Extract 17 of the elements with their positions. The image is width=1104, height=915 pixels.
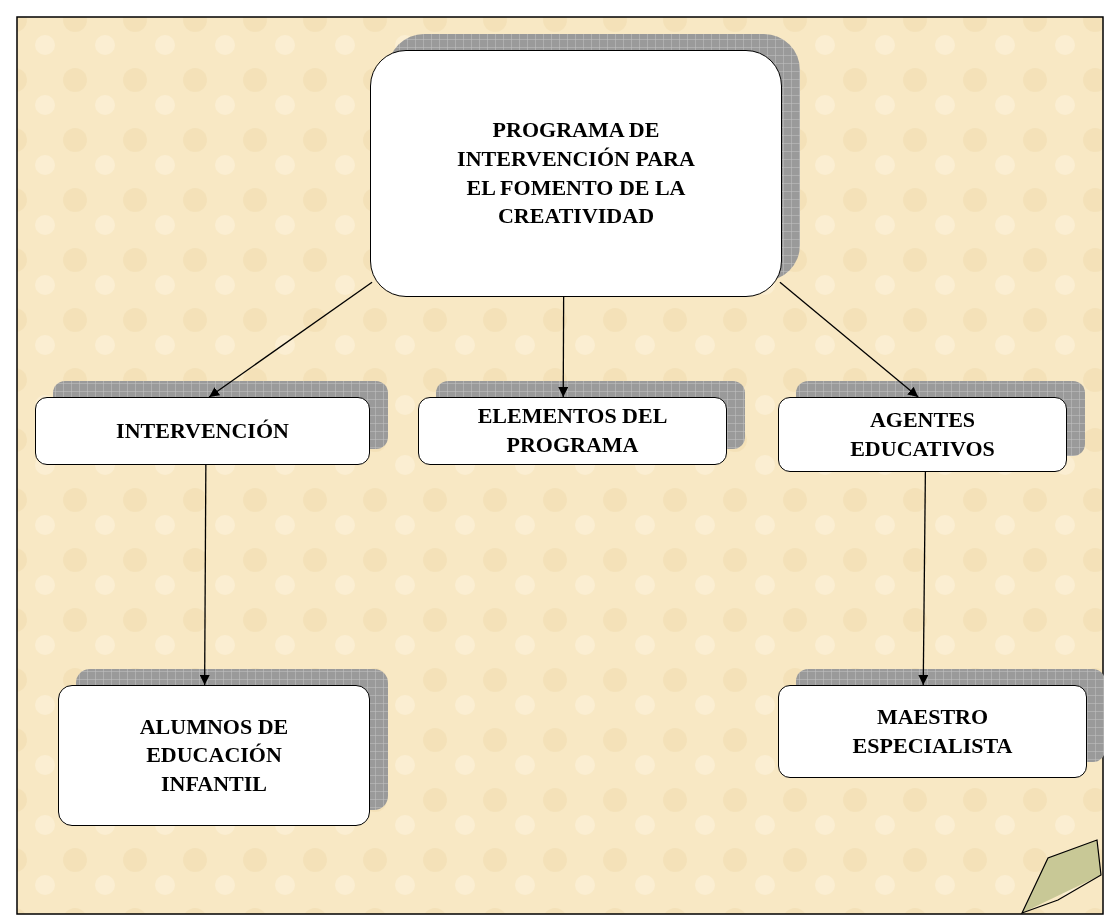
arrow [918, 471, 929, 686]
box-label: AGENTES EDUCATIVOS [849, 405, 996, 463]
box-label: INTERVENCIÓN [116, 416, 289, 445]
box-label: ELEMENTOS DEL PROGRAMA [476, 402, 669, 459]
arrow [558, 296, 569, 398]
box-label: MAESTRO ESPECIALISTA [851, 702, 1014, 760]
rounded-box [370, 50, 782, 297]
rounded-box [58, 685, 370, 826]
box-label: PROGRAMA DE INTERVENCIÓN PARA EL FOMENTO DE LA CREATIVIDAD [456, 116, 696, 231]
arrow [208, 281, 373, 398]
arrow [779, 281, 919, 398]
box-label: ALUMNOS DE EDUCACIÓN INFANTIL [138, 712, 290, 798]
rounded-box [778, 685, 1087, 778]
rounded-box [778, 397, 1067, 472]
arrow [199, 464, 210, 686]
rounded-box [418, 397, 727, 465]
rounded-box [35, 397, 370, 465]
